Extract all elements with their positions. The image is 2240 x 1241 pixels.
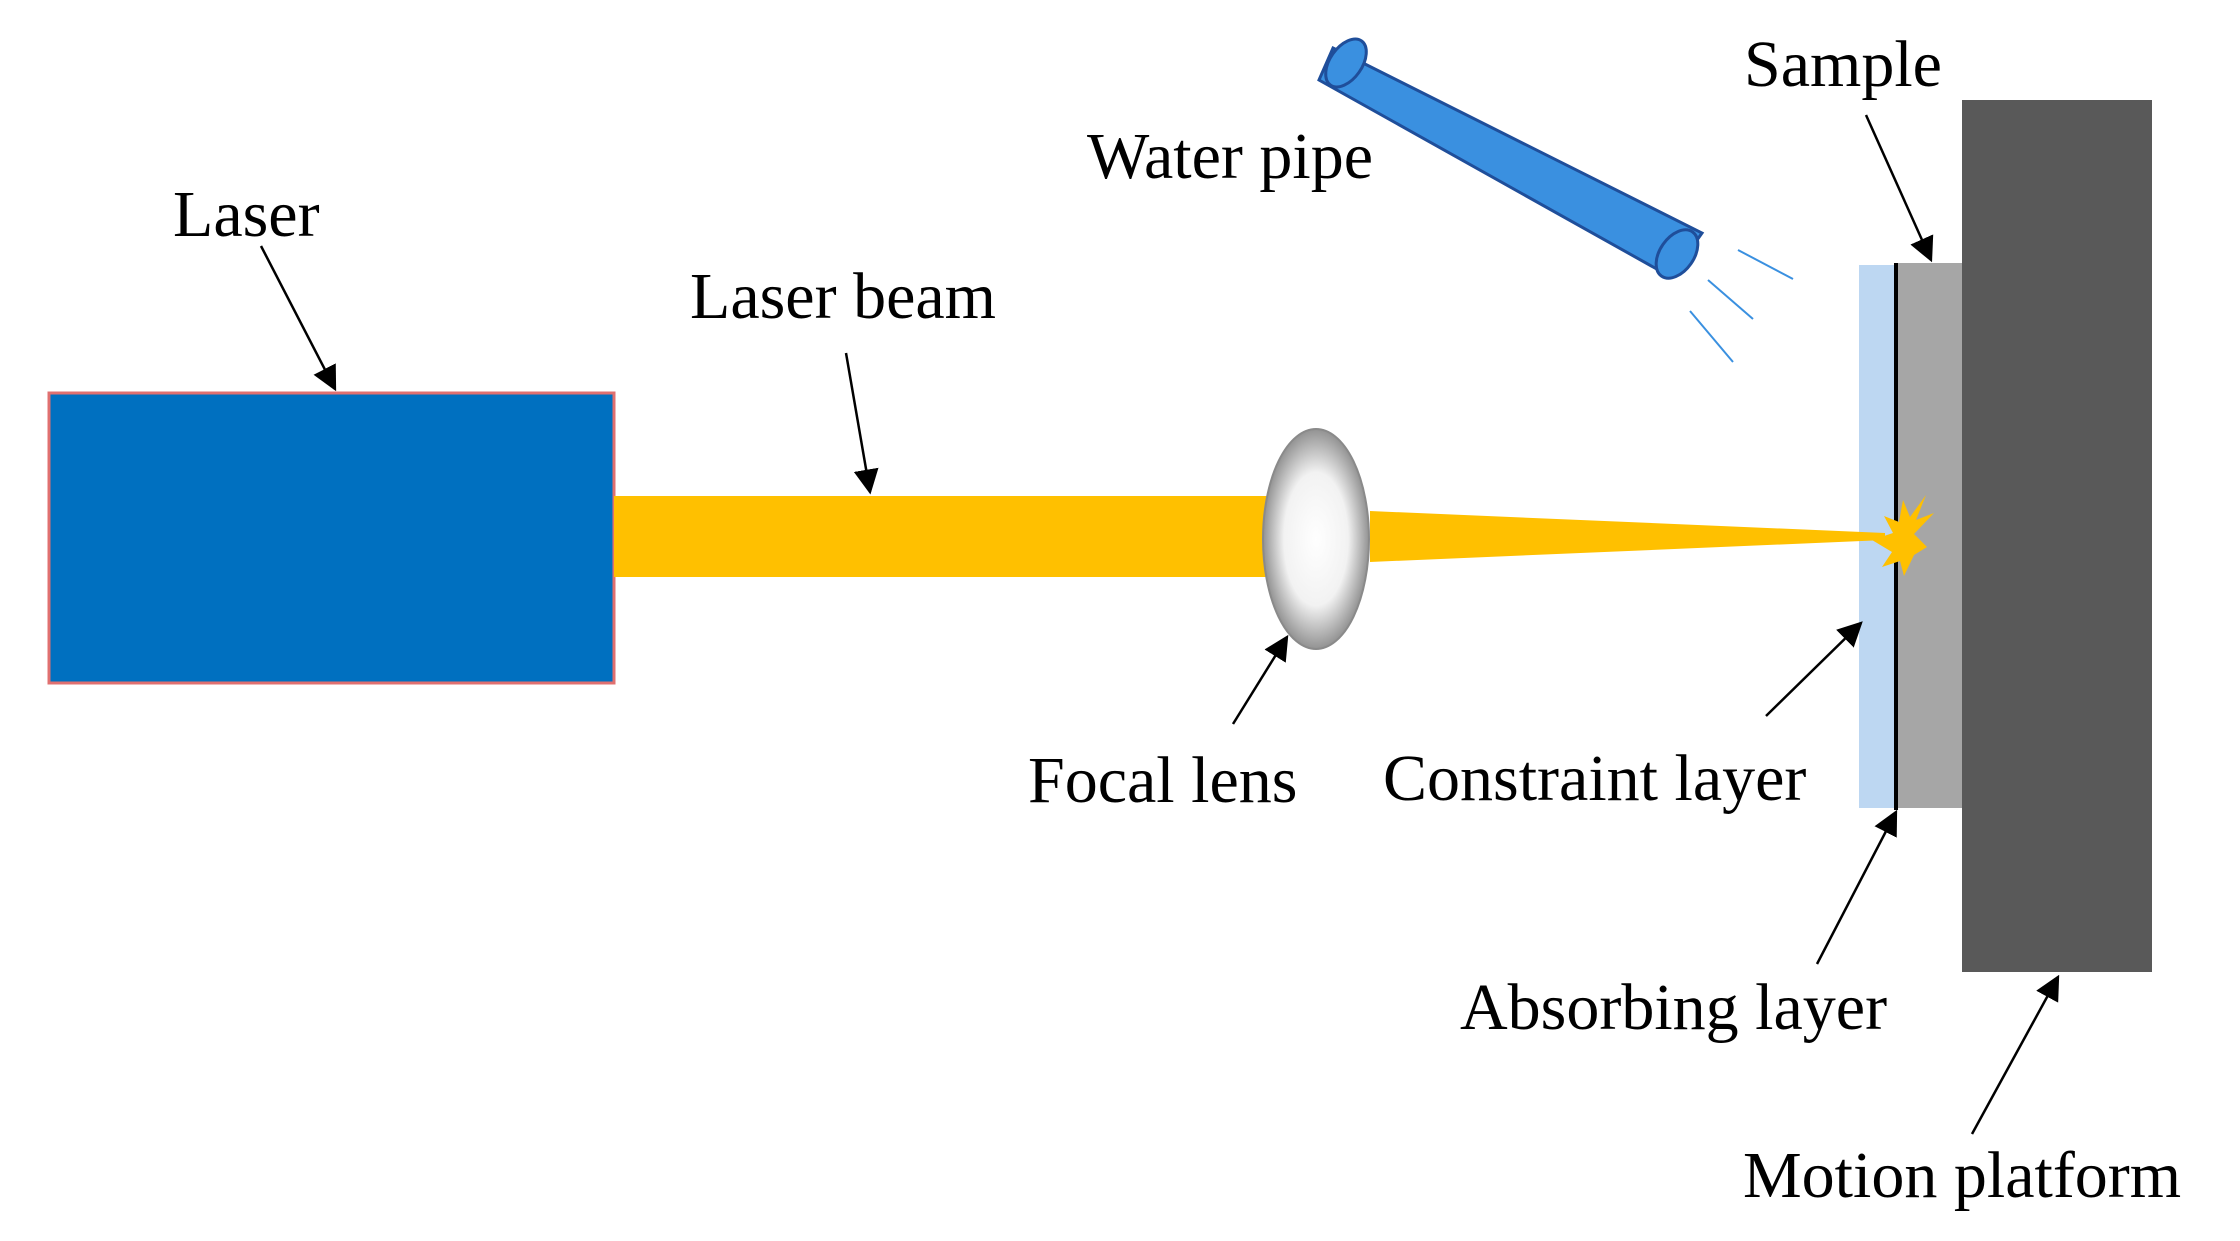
label-focal-lens: Focal lens: [1028, 744, 1297, 817]
laser-beam-focused: [1370, 511, 1885, 562]
motion-platform-arrow: [1970, 974, 2060, 1135]
label-laser-beam: Laser beam: [690, 260, 996, 333]
focal-lens: [1262, 428, 1370, 650]
sample-arrow: [1864, 114, 1934, 263]
impact-spark-icon: [1872, 495, 1934, 576]
constraint-layer-arrow: [1765, 621, 1863, 717]
motion-platform: [1962, 100, 2152, 972]
label-absorbing-layer: Absorbing layer: [1460, 971, 1887, 1044]
water-pipe-body: [1317, 45, 1705, 279]
water-pipe: [1317, 37, 1705, 280]
water-spray-line: [1707, 279, 1754, 320]
absorbing-layer-arrow: [1815, 809, 1898, 965]
laser-beam-arrow: [844, 352, 879, 495]
label-water-pipe: Water pipe: [1087, 120, 1373, 193]
label-laser: Laser: [173, 178, 320, 251]
laser-beam-collimated: [614, 496, 1314, 577]
label-motion-platform: Motion platform: [1743, 1139, 2181, 1212]
label-sample: Sample: [1744, 28, 1942, 101]
water-pipe-back-end: [1324, 37, 1368, 89]
laser-arrow: [259, 245, 337, 392]
label-constraint-layer: Constraint layer: [1383, 742, 1806, 815]
water-spray-line: [1737, 249, 1794, 280]
water-spray-line: [1689, 310, 1734, 363]
laser-body: [47, 391, 616, 685]
water-pipe-nozzle: [1654, 228, 1700, 280]
leader-arrows: [259, 114, 2060, 1135]
focal-lens-arrow: [1231, 634, 1289, 725]
water-spray: [1689, 249, 1794, 363]
